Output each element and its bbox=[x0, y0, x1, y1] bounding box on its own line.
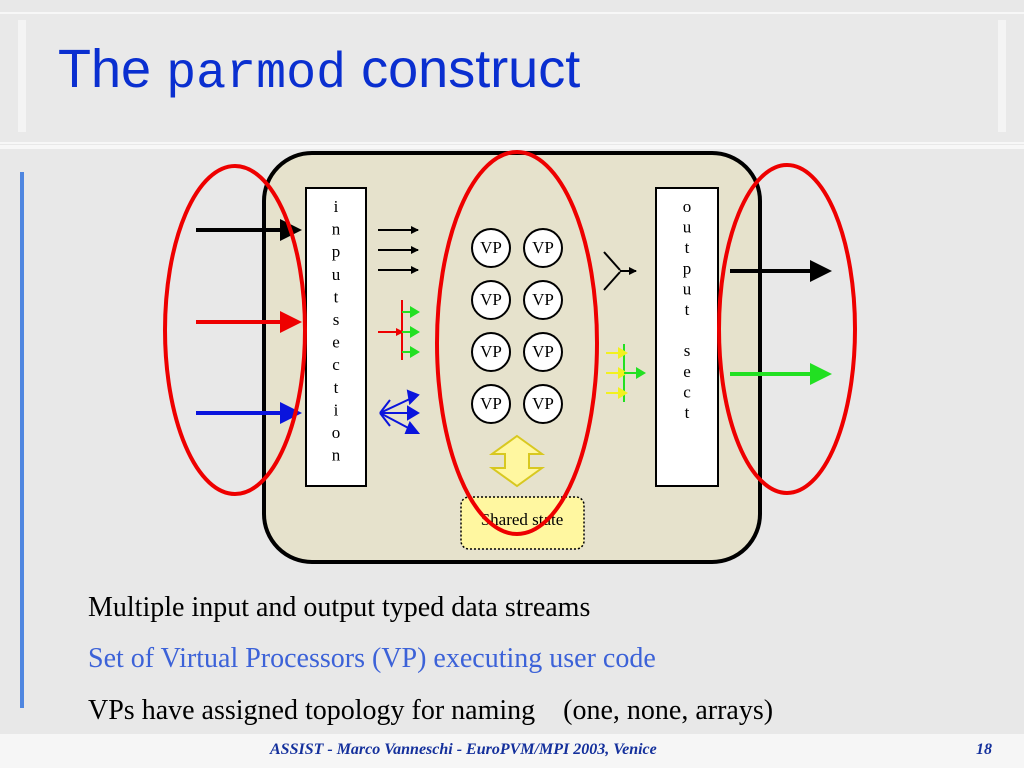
input-section-letter: n bbox=[332, 446, 341, 465]
title-word-the: The bbox=[58, 39, 152, 99]
vp-node bbox=[471, 384, 511, 424]
footer-text: ASSIST - Marco Vanneschi - EuroPVM/MPI 2… bbox=[270, 741, 657, 758]
input-section-letter: i bbox=[334, 197, 339, 216]
bullet-vp-topology: VPs have assigned topology for naming (o… bbox=[88, 695, 774, 726]
output-section-letter: u bbox=[683, 279, 692, 298]
input-section-letter: u bbox=[332, 265, 341, 284]
vp-node bbox=[523, 332, 563, 372]
vp-node-label: VP bbox=[532, 238, 554, 257]
input-section-letter: i bbox=[334, 400, 339, 419]
input-section-letter: c bbox=[332, 355, 340, 374]
vp-node-label: VP bbox=[480, 238, 502, 257]
vp-node bbox=[523, 384, 563, 424]
input-section-letter: p bbox=[332, 242, 341, 261]
output-section-letter: s bbox=[684, 341, 691, 360]
vp-node-label: VP bbox=[532, 342, 554, 361]
vp-to-output-merge bbox=[603, 251, 637, 291]
input-section-letter: t bbox=[334, 287, 339, 306]
vp-node-label: VP bbox=[532, 290, 554, 309]
vp-node-label: VP bbox=[480, 342, 502, 361]
input-section-letter: e bbox=[332, 333, 340, 352]
bullet-virtual-processors: Set of Virtual Processors (VP) executing… bbox=[88, 643, 656, 674]
shared-state-box bbox=[460, 496, 585, 550]
output-section-letter: t bbox=[685, 238, 690, 257]
output-section-letter: t bbox=[685, 403, 690, 422]
title-word-construct: construct bbox=[361, 39, 581, 99]
output-section-letter: o bbox=[683, 197, 692, 216]
output-streams-ellipse bbox=[717, 163, 857, 495]
vp-grid: VP VP VP VP VP VP VP VP bbox=[471, 228, 563, 424]
slide-title: The parmod construct bbox=[58, 38, 580, 103]
output-section-letter: u bbox=[683, 218, 692, 237]
shared-state-double-arrow bbox=[488, 434, 546, 488]
input-section-letter: t bbox=[334, 378, 339, 397]
title-separator bbox=[0, 145, 1024, 149]
internal-black-arrows bbox=[378, 226, 419, 274]
title-word-parmod: parmod bbox=[166, 46, 347, 103]
output-section-letter: c bbox=[683, 382, 691, 401]
output-section-letter: e bbox=[683, 362, 691, 381]
internal-red-green-distribution bbox=[378, 300, 420, 360]
bullet-data-streams: Multiple input and output typed data str… bbox=[88, 592, 591, 623]
vp-node bbox=[523, 228, 563, 268]
vp-set-ellipse bbox=[435, 150, 599, 536]
vp-node bbox=[471, 280, 511, 320]
internal-blue-fan bbox=[379, 389, 421, 434]
vp-node-label: VP bbox=[532, 394, 554, 413]
input-stream-red-arrowhead bbox=[280, 311, 302, 333]
vp-node bbox=[523, 280, 563, 320]
page-number: 18 bbox=[976, 741, 992, 758]
internal-yellow-green-arrows bbox=[606, 344, 646, 402]
input-section-letter: o bbox=[332, 423, 341, 442]
footer-band bbox=[0, 734, 1024, 768]
left-accent-bar bbox=[20, 172, 24, 708]
input-section-letter: s bbox=[333, 310, 340, 329]
input-stream-blue-arrowhead bbox=[280, 402, 302, 424]
vp-node-label: VP bbox=[480, 290, 502, 309]
title-band-right-rule bbox=[998, 20, 1006, 132]
title-band bbox=[0, 12, 1024, 144]
output-stream-black-arrowhead bbox=[810, 260, 832, 282]
vp-node bbox=[471, 228, 511, 268]
input-section-letter: n bbox=[332, 220, 341, 239]
output-section-letter: t bbox=[685, 300, 690, 319]
vp-node-label: VP bbox=[480, 394, 502, 413]
vp-node bbox=[471, 332, 511, 372]
output-stream-green-arrowhead bbox=[810, 363, 832, 385]
input-streams-ellipse bbox=[163, 164, 307, 496]
title-band-left-rule bbox=[18, 20, 26, 132]
output-section-letter: p bbox=[683, 259, 692, 278]
